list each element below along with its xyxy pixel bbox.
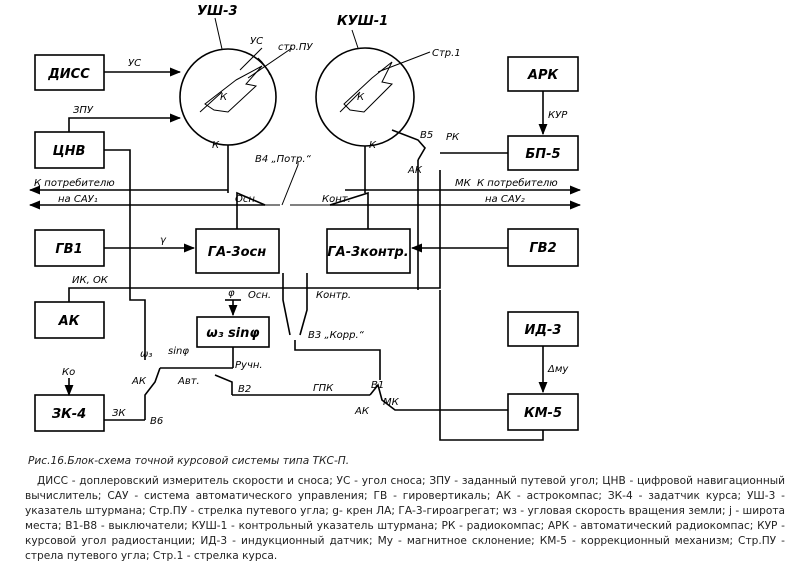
svg-text:ГА-3осн: ГА-3осн <box>208 245 266 260</box>
km5-box: КМ-5 <box>507 393 579 431</box>
kush1-label: КУШ-1 <box>337 14 388 29</box>
kont-top-label: Конт. <box>322 194 351 205</box>
zk4-box: ЗК-4 <box>34 394 105 432</box>
zk-wire-label: ЗК <box>112 408 126 419</box>
kur-label: КУР <box>548 110 568 121</box>
v3-label: В3 „Корр.“ <box>308 330 365 341</box>
wiring <box>28 67 582 441</box>
svg-text:АРК: АРК <box>527 68 560 83</box>
ga3-kontr-box: ГА-3контр. <box>326 228 411 274</box>
figure-caption: Рис.16.Блок-схема точной курсовой систем… <box>25 455 785 564</box>
mk-top-label: МК <box>455 178 472 189</box>
svg-text:ЗК-4: ЗК-4 <box>52 407 86 422</box>
k-left-label: К <box>212 140 220 151</box>
ko-label: Ко <box>62 367 75 378</box>
v5-label: В5 <box>420 130 433 141</box>
dmu-label: Δмy <box>547 364 569 375</box>
gv2-box: ГВ2 <box>507 228 579 267</box>
avt-label: Авт. <box>177 376 200 387</box>
svg-text:ГВ2: ГВ2 <box>529 241 556 256</box>
svg-text:ЦНВ: ЦНВ <box>53 144 86 159</box>
na-sau2-label: на САУ₂ <box>485 194 525 205</box>
svg-text:АК: АК <box>58 314 81 329</box>
kush1-indicator: К <box>315 47 431 147</box>
phi-label: φ <box>228 288 235 299</box>
ga3-osn-box: ГА-3осн <box>195 228 280 274</box>
v4-label: В4 „Потр.“ <box>255 154 312 165</box>
ush3-label: УШ-3 <box>197 4 238 19</box>
kontr-mid-label: Контр. <box>316 290 351 301</box>
svg-text:ДИСС: ДИСС <box>47 67 90 82</box>
k-label-ush: К <box>220 92 228 103</box>
cnv-box: ЦНВ <box>34 131 105 169</box>
na-sau1-label: на САУ₁ <box>58 194 98 205</box>
ak-sw-label: АК <box>407 165 423 176</box>
svg-text:ГВ1: ГВ1 <box>55 242 82 257</box>
str-pu-label: стр.ПУ <box>278 42 313 53</box>
us-wire-label: УС <box>128 58 141 69</box>
ark-box: АРК <box>507 56 579 92</box>
k-potr-left-label: К потребителю <box>34 177 115 189</box>
v2-label: В2 <box>238 384 251 395</box>
svg-text:КМ-5: КМ-5 <box>524 406 562 421</box>
svg-text:ω₃ sinφ: ω₃ sinφ <box>206 326 259 341</box>
osn-mid-label: Осн. <box>248 290 271 301</box>
ak-box: АК <box>34 301 105 339</box>
ik-ok-label: ИК, ОК <box>72 275 109 286</box>
zpu-label: ЗПУ <box>73 105 94 116</box>
gpk-label: ГПК <box>313 383 334 394</box>
w3-sin-box: ω₃ sinφ <box>196 316 270 348</box>
svg-text:ГА-3контр.: ГА-3контр. <box>327 245 408 260</box>
svg-text:БП-5: БП-5 <box>525 147 560 162</box>
str1-label: Стр.1 <box>432 48 461 59</box>
diss-box: ДИСС <box>34 54 105 91</box>
sinphi-label: sinφ <box>168 346 189 357</box>
block-diagram: К УШ-3 УС стр.ПУ К КУШ-1 Стр.1 ДИСС ЦНВ … <box>28 4 582 441</box>
v6-label: В6 <box>150 416 163 427</box>
bp5-box: БП-5 <box>507 135 579 171</box>
k-potr-right-label: К потребителю <box>477 177 558 189</box>
gv1-box: ГВ1 <box>34 229 105 267</box>
w3-label: ω₃ <box>140 349 152 360</box>
ush3-indicator: К <box>179 47 293 146</box>
id3-box: ИД-3 <box>507 311 579 347</box>
v1-label: В1 <box>371 380 384 391</box>
mk-v1-label: МК <box>383 397 400 408</box>
caption-title: Рис.16.Блок-схема точной курсовой систем… <box>28 455 350 467</box>
k-right-label: К <box>369 140 377 151</box>
ak-v1-label: АК <box>354 406 370 417</box>
svg-text:ИД-3: ИД-3 <box>525 323 562 338</box>
us-top-label: УС <box>250 36 263 47</box>
ruchn-label: Ручн. <box>235 360 263 371</box>
caption-text: ДИСС - доплеровский измеритель скорости … <box>25 475 785 562</box>
rk-label: РК <box>446 132 460 143</box>
osn-top-label: Осн. <box>235 194 258 205</box>
k-label-kush: К <box>357 92 365 103</box>
gamma-label: γ <box>160 235 167 246</box>
ak-v2-label: АК <box>131 376 147 387</box>
